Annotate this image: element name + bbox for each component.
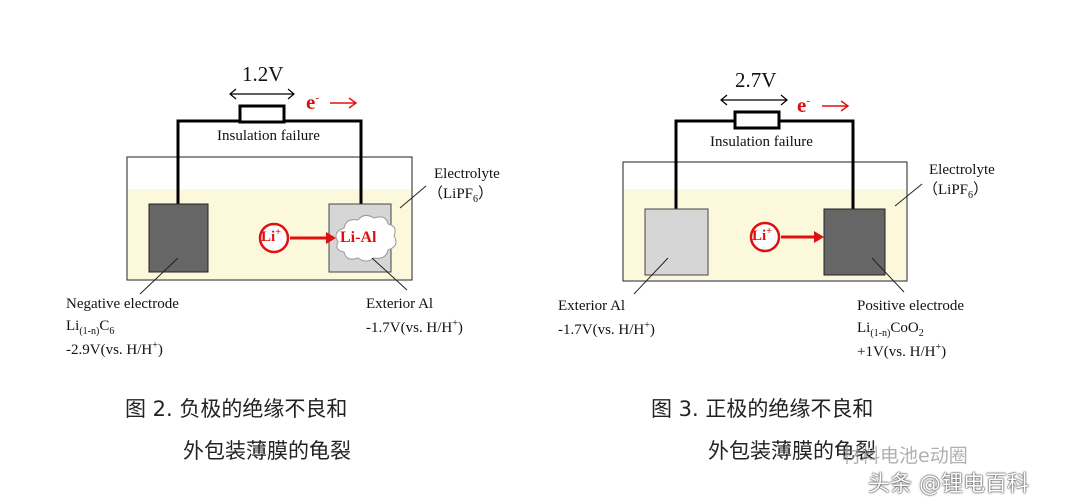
fig3-exterior-al-electrode	[644, 208, 709, 276]
fig3-ext-pot-close: )	[649, 322, 655, 338]
fig3-li-ion-circle	[749, 221, 781, 253]
fig3-electron-charge: -	[806, 95, 810, 107]
fig2-electrolyte-leader	[399, 185, 427, 209]
fig2-neg-pot-sup: +	[152, 340, 158, 351]
fig2-neg-c: C	[99, 318, 110, 334]
fig3-pos-li: Li	[857, 320, 871, 336]
fig2-neg-pot-close: )	[157, 342, 163, 358]
fig3-pos-pot-close: )	[941, 344, 947, 360]
fig2-negative-potential: -2.9V(vs. H/H+)	[66, 341, 163, 358]
fig3-pos-pot-sup: +	[935, 342, 942, 353]
fig3-electrolyte-label: Electrolyte	[929, 162, 995, 178]
fig2-li-ion-label: Li+	[261, 228, 281, 245]
fig3-electron-symbol: e	[797, 93, 807, 117]
fig3-pos-pot-text: +1V(vs. H/H	[857, 344, 936, 360]
figure-2	[126, 88, 427, 295]
fig3-positive-formula: Li(1-n)CoO2	[857, 321, 924, 339]
fig3-wire	[674, 119, 735, 209]
fig3-caption-line1: 图 3. 正极的绝缘不良和	[651, 397, 874, 421]
fig3-caption-line2: 外包装薄膜的龟裂	[708, 439, 876, 463]
fig2-li-ion-arrow	[290, 232, 336, 244]
fig2-electron-arrow	[330, 97, 358, 109]
fig2-voltage-arrow	[229, 88, 295, 100]
fig3-voltage-label: 2.7V	[735, 68, 777, 92]
fig3-wire-right	[779, 119, 855, 209]
fig3-electron-label: e-	[797, 93, 810, 118]
fig2-li-al-label: Li-Al	[340, 229, 377, 246]
fig3-lipf-close: ）	[973, 182, 989, 198]
fig2-lipf-close: ）	[478, 186, 494, 202]
fig3-exterior-leader	[633, 257, 669, 295]
watermark-line1: 材料电池e动圈	[842, 445, 968, 467]
fig2-neg-sub2: 6	[109, 326, 115, 337]
fig2-exterior-leader	[371, 257, 408, 291]
fig2-resistor	[238, 104, 286, 124]
fig3-exterior-potential: -1.7V(vs. H/H+)	[558, 321, 655, 338]
fig2-ext-pot-text: -1.7V(vs. H/H	[366, 320, 453, 336]
fig3-positive-name: Positive electrode	[857, 298, 965, 314]
fig2-ext-pot-sup: +	[452, 318, 458, 329]
fig3-pos-sub: (1-n)	[870, 328, 891, 339]
fig2-negative-leader	[139, 257, 179, 295]
fig3-electron-arrow	[822, 100, 850, 112]
fig3-container-outline	[622, 161, 908, 282]
fig3-li-ion-arrow	[781, 231, 824, 243]
fig3-exterior-name: Exterior Al	[558, 298, 626, 314]
fig3-li-text: Li	[752, 228, 767, 244]
fig3-pos-coo: CoO	[890, 320, 919, 336]
fig2-caption-line2: 外包装薄膜的龟裂	[183, 439, 351, 463]
fig3-electrolyte-leader	[894, 183, 923, 207]
fig3-voltage-arrow	[720, 94, 788, 106]
fig2-li-charge: +	[275, 227, 281, 238]
fig2-electrolyte-label: Electrolyte	[434, 166, 500, 182]
fig2-wire-right	[284, 119, 363, 204]
fig2-negative-formula: Li(1-n)C6	[66, 319, 114, 337]
fig3-positive-electrode	[823, 208, 886, 276]
fig3-resistor	[733, 110, 781, 130]
fig3-electrolyte-formula: （LiPF6）	[923, 183, 988, 201]
fig2-electron-symbol: e	[306, 90, 316, 114]
fig3-positive-potential: +1V(vs. H/H+)	[857, 343, 946, 360]
fig2-li-text: Li	[261, 229, 276, 245]
fig3-positive-leader	[871, 257, 905, 293]
fig2-li-ion-circle	[258, 222, 290, 254]
fig2-voltage-label: 1.2V	[242, 62, 284, 86]
fig2-lipf-sub: 6	[473, 194, 479, 205]
fig2-exterior-potential: -1.7V(vs. H/H+)	[366, 319, 463, 336]
watermark-line2: 头条 @锂电百科	[868, 472, 1029, 497]
fig2-neg-sub: (1-n)	[79, 326, 100, 337]
figure-3	[622, 94, 923, 295]
fig2-neg-li: Li	[66, 318, 80, 334]
fig2-electron-charge: -	[315, 92, 319, 104]
fig2-container-outline	[126, 156, 413, 281]
fig2-insulation-label: Insulation failure	[217, 128, 320, 144]
fig2-negative-name: Negative electrode	[66, 296, 179, 312]
fig3-lipf-sub: 6	[968, 190, 974, 201]
fig3-ext-pot-text: -1.7V(vs. H/H	[558, 322, 645, 338]
fig2-li-al-cloud	[335, 214, 397, 262]
fig3-ext-pot-sup: +	[644, 320, 650, 331]
fig2-electrolyte-formula: （LiPF6）	[428, 187, 493, 205]
fig2-neg-pot-text: -2.9V(vs. H/H	[66, 342, 153, 358]
fig2-exterior-name: Exterior Al	[366, 296, 434, 312]
fig2-lipf-text: （LiPF	[428, 186, 474, 202]
fig2-wire	[176, 119, 240, 204]
fig3-li-charge: +	[766, 226, 772, 237]
fig3-insulation-label: Insulation failure	[710, 134, 813, 150]
fig3-li-ion-label: Li+	[752, 227, 772, 244]
fig2-electron-label: e-	[306, 90, 319, 115]
fig2-negative-electrode	[148, 203, 209, 273]
fig3-pos-sub2: 2	[918, 328, 924, 339]
fig3-lipf-text: （LiPF	[923, 182, 969, 198]
fig2-caption-line1: 图 2. 负极的绝缘不良和	[125, 397, 348, 421]
fig2-ext-pot-close: )	[457, 320, 463, 336]
